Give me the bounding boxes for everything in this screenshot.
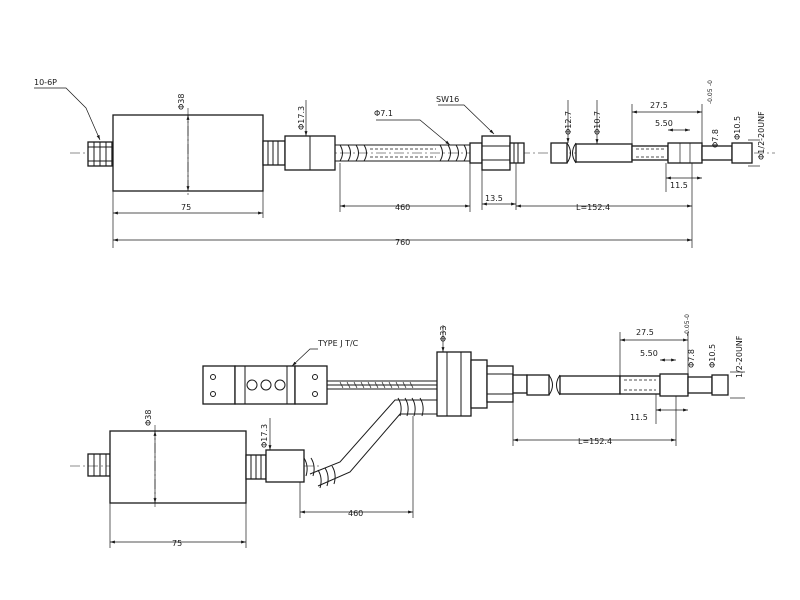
bottom-thread: 1/2-20UNF [735,335,744,378]
bottom-flange-diameter: Φ33 [439,326,448,342]
top-connector [87,141,113,167]
top-len-total: 760 [395,238,410,247]
top-tol-minus2: -0 [707,80,714,86]
bottom-dim-11-5: 11.5 [630,413,648,422]
top-view: 10-6P Φ38 Φ17.3 Φ7.1 [34,78,775,248]
top-stem [550,142,753,164]
bottom-stem [526,373,729,397]
top-dia-10-5: Φ10.5 [733,116,742,140]
top-dim-27-5: 27.5 [650,101,668,110]
top-len-nut: 13.5 [485,194,503,203]
bottom-conduit [309,397,437,489]
bottom-tc-connector [202,365,328,405]
top-dim-5-50: 5.50 [655,119,673,128]
bottom-len-stem: L=152.4 [578,437,612,446]
top-thread: Φ1/2-20UNF [757,111,766,160]
top-dim-11-5: 11.5 [670,181,688,190]
top-nut [469,135,525,171]
bottom-body-diameter: Φ38 [144,410,153,426]
bottom-neck [245,449,315,483]
bottom-tol-minus2: -0 [684,314,691,320]
top-tol-minus: -0.05 [707,88,714,104]
top-len-cable: 460 [395,203,410,212]
bottom-dia-10-5: Φ10.5 [708,344,717,368]
bottom-neck-diameter: Φ17.3 [260,424,269,448]
top-body-diameter: Φ38 [177,94,186,110]
top-len-body: 75 [181,203,191,212]
top-neck-diameter: Φ17.3 [297,106,306,130]
top-nut-label: SW16 [436,95,459,104]
top-cable [335,144,470,162]
bottom-tol-minus: -0.05 [684,320,691,336]
bottom-tc-label: TYPE J T/C [317,339,359,348]
top-cable-diameter: Φ7.1 [374,109,393,118]
bottom-connector [87,453,111,477]
bottom-dim-5-50: 5.50 [640,349,658,358]
top-len-stem: L=152.4 [576,203,610,212]
bottom-len-body: 75 [172,539,182,548]
bottom-flange [436,351,528,417]
bottom-main-body [109,430,247,504]
bottom-dia-7-8: Φ7.8 [687,349,696,368]
top-dia-7-8: Φ7.8 [711,129,720,148]
bottom-dim-27-5: 27.5 [636,328,654,337]
bottom-view: TYPE J T/C Φ33 [70,314,745,548]
bottom-len-cable: 460 [348,509,363,518]
top-connector-label: 10-6P [34,78,57,87]
top-dia-10-7: Φ10.7 [593,111,602,135]
top-dia-12-7: Φ12.7 [564,111,573,135]
top-neck [262,135,336,171]
